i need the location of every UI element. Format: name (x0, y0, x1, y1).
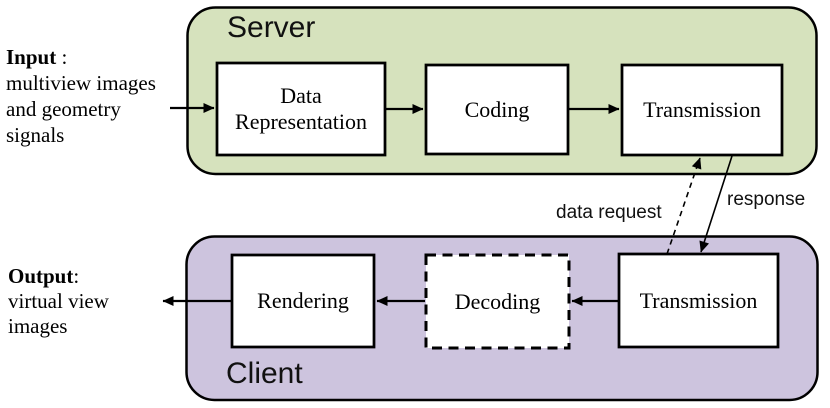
data-representation-box-outline (215, 61, 387, 157)
arrow-response (699, 155, 733, 253)
data-request-label: data request (556, 202, 662, 223)
rendering-box-outline (230, 253, 376, 349)
output-line: virtual view (8, 289, 109, 313)
input-line: multiview images (6, 71, 156, 95)
data-representation-label-line2: Representation (235, 109, 367, 134)
output-line: images (8, 314, 68, 338)
data-representation-box: Data Representation (217, 63, 385, 155)
server-title: Server (227, 11, 316, 44)
decoding-box-outline (424, 253, 571, 350)
input-line: and geometry (6, 97, 121, 121)
client-transmission-box-outline (617, 252, 780, 349)
input-line: signals (6, 123, 65, 147)
input-annotation: Input : multiview images and geometry si… (6, 44, 156, 148)
client-transmission-box: Transmission (639, 287, 758, 313)
client-title: Client (226, 357, 303, 390)
data-representation-label-line1: Data (280, 83, 322, 108)
server-transmission-box-outline (620, 63, 784, 157)
input-heading: Input : (6, 45, 68, 69)
response-label: response (727, 189, 806, 210)
output-heading: Output: (8, 264, 80, 288)
output-annotation: Output: virtual view images (8, 264, 109, 339)
rendering-box: Rendering (257, 288, 349, 313)
coding-box-outline (424, 63, 570, 156)
server-transmission-box: Transmission (643, 97, 761, 122)
coding-box: Coding (464, 96, 530, 122)
arrow-data-request (666, 157, 702, 255)
decoding-box: Decoding (454, 288, 541, 314)
